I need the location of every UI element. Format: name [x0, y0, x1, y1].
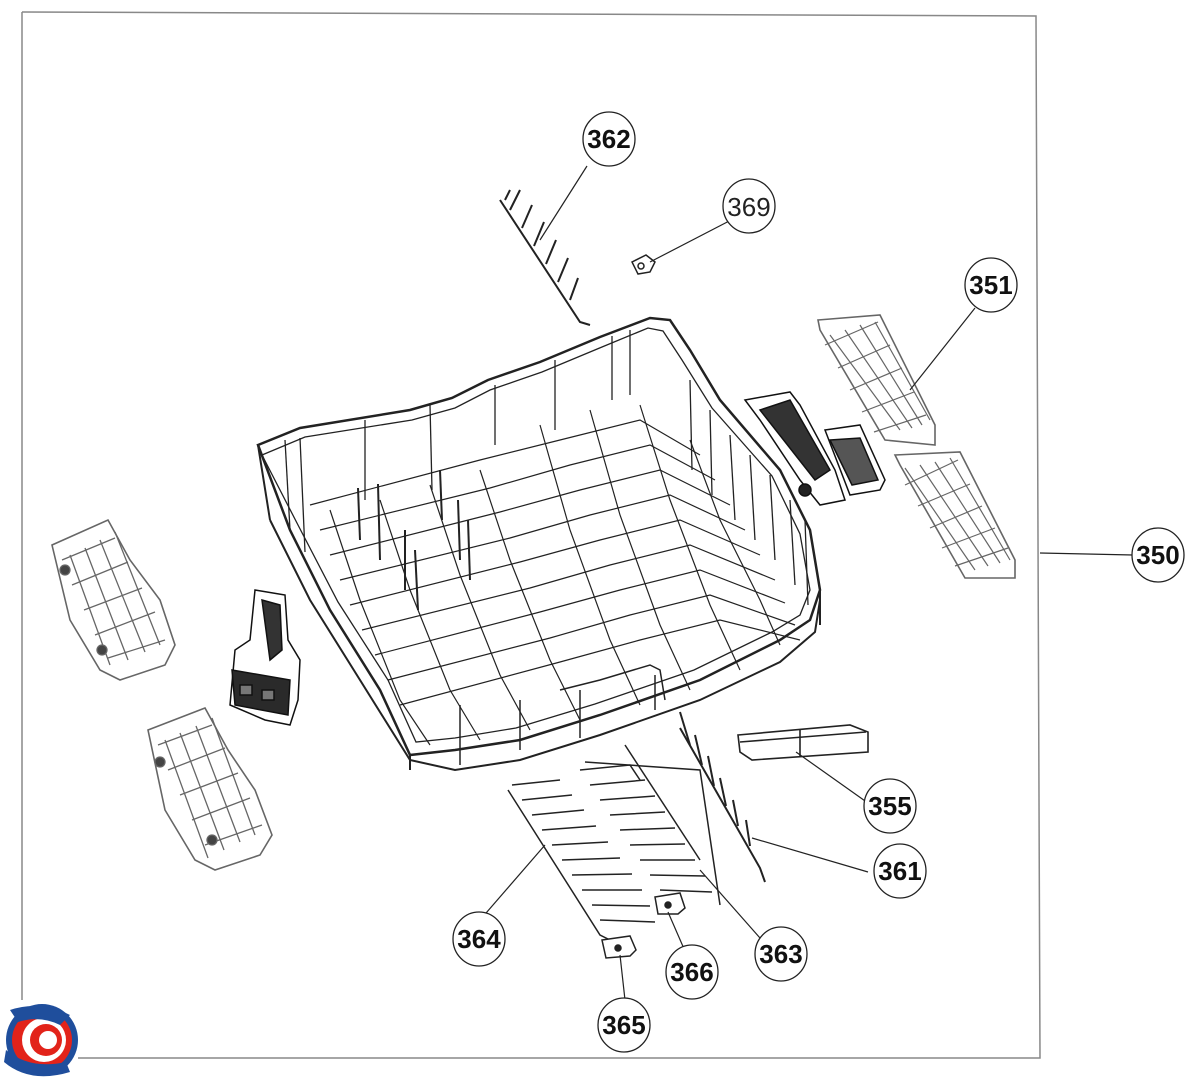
folding-rack-small	[507, 779, 656, 941]
callout-label-351: 351	[969, 270, 1012, 300]
callout-label-365: 365	[602, 1010, 645, 1040]
small-clip	[630, 254, 656, 275]
basket-handle	[737, 724, 869, 761]
folding-insert-left-bottom	[147, 707, 273, 871]
callout-label-355: 355	[868, 791, 911, 821]
callout-label-369: 369	[727, 192, 770, 222]
callout-361: 361	[873, 843, 927, 899]
callout-362: 362	[582, 111, 636, 167]
callout-365: 365	[597, 997, 651, 1053]
folding-insert-left-top	[51, 518, 176, 681]
callout-label-362: 362	[587, 124, 630, 154]
callout-351: 351	[964, 257, 1018, 313]
callout-364: 364	[452, 911, 506, 967]
folding-tine-insert	[817, 314, 1016, 579]
callout-label-350: 350	[1136, 540, 1179, 570]
upper-basket	[256, 316, 822, 772]
callout-363: 363	[754, 926, 808, 982]
leader-lines	[479, 165, 1134, 1001]
callout-366: 366	[665, 944, 719, 1000]
rail-bracket-right	[743, 391, 886, 506]
brand-logo	[4, 1004, 78, 1077]
callout-355: 355	[863, 778, 917, 834]
callout-label-361: 361	[878, 856, 921, 886]
diagram-frame	[21, 11, 1041, 1059]
rack-clip-a	[601, 935, 637, 959]
folding-rack-large	[579, 744, 721, 906]
callout-350: 350	[1131, 527, 1185, 583]
rail-bracket-left	[229, 589, 301, 726]
tine-row-right	[679, 711, 766, 883]
callout-label-366: 366	[670, 957, 713, 987]
callout-label-364: 364	[457, 924, 501, 954]
callout-label-363: 363	[759, 939, 802, 969]
tine-row-top	[499, 189, 591, 326]
rack-clip-b	[654, 892, 686, 915]
callout-369: 369	[722, 178, 776, 234]
